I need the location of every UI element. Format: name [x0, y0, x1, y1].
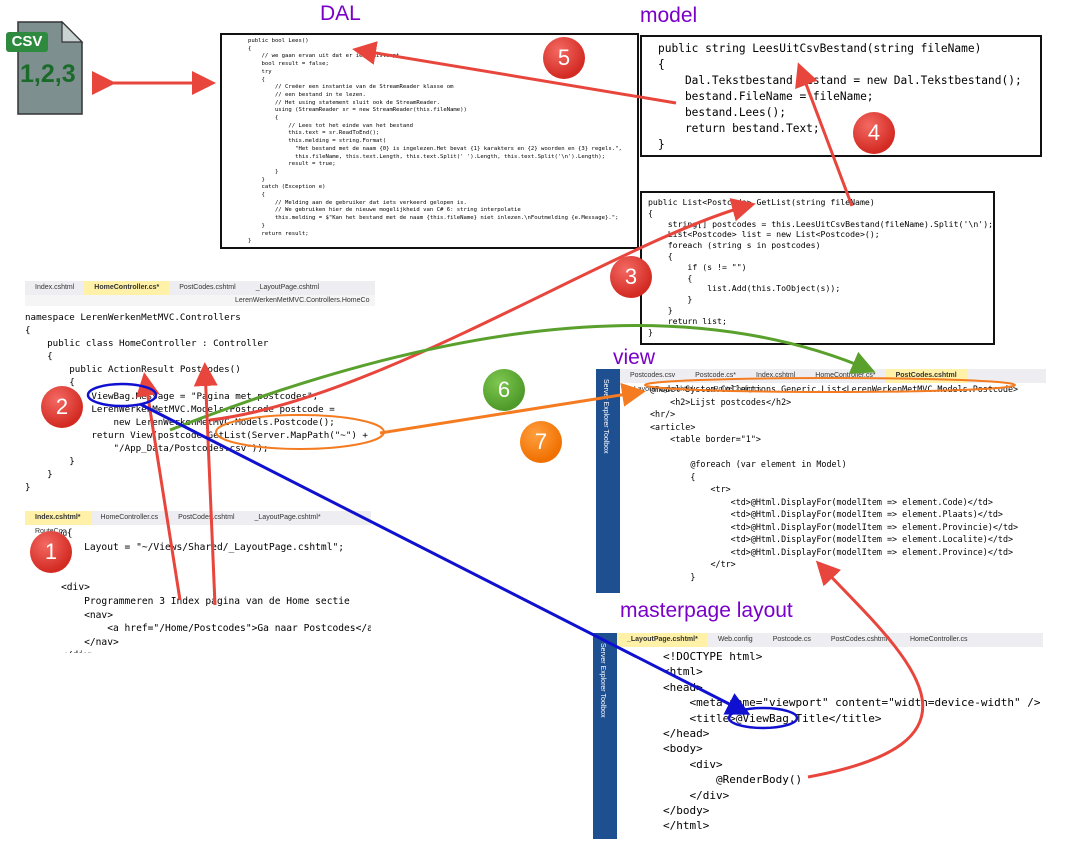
- label-masterpage: masterpage layout: [620, 599, 793, 622]
- label-model: model: [640, 4, 698, 27]
- tab-homecontroller[interactable]: HomeController.cs*: [84, 281, 170, 295]
- badge-4: 4: [853, 112, 895, 154]
- badge-5: 5: [543, 37, 585, 79]
- csv-numbers: 1,2,3: [20, 60, 76, 88]
- tab-postcode-cs[interactable]: Postcode.cs: [772, 636, 811, 643]
- csv-file-icon: CSV 1,2,3: [4, 18, 86, 118]
- badge-6: 6: [483, 369, 525, 411]
- layout-code: <!DOCTYPE html> <html> <head> <meta name…: [663, 650, 1041, 833]
- tab-postcodes-cshtml[interactable]: PostCodes.cshtml: [885, 369, 967, 383]
- breadcrumb: LerenWerkenMetMVC.Controllers.HomeCo: [25, 295, 375, 306]
- tab-index[interactable]: Index.cshtml: [756, 372, 796, 379]
- tab-homecontroller[interactable]: HomeController.cs*: [815, 372, 876, 379]
- badge-3: 3: [610, 256, 652, 298]
- tab-postcodes[interactable]: PostCodes.cshtml: [179, 284, 236, 291]
- tab-layoutpage[interactable]: _LayoutPage.cshtml*: [617, 633, 708, 647]
- layout-editor: Server Explorer Toolbox _LayoutPage.csht…: [593, 633, 1043, 839]
- tab-index[interactable]: Index.cshtml*: [25, 511, 91, 525]
- model-code-box: public string LeesUitCsvBestand(string f…: [640, 35, 1042, 157]
- tab-homecontroller[interactable]: HomeController.cs: [909, 636, 968, 643]
- tab-postcodes-csv[interactable]: Postcodes.csv: [630, 372, 676, 379]
- layout-sidebar: Server Explorer Toolbox: [593, 633, 617, 839]
- badge-1: 1: [30, 531, 72, 573]
- tab-postcodes[interactable]: PostCodes.cshtml: [178, 514, 235, 521]
- badge-2: 2: [41, 386, 83, 428]
- tab-layoutpage[interactable]: _LayoutPage.cshtml: [255, 284, 320, 291]
- csv-tag: CSV: [6, 32, 48, 52]
- tab-postcodes-cshtml[interactable]: PostCodes.cshtml*: [830, 636, 890, 643]
- index-editor: Index.cshtml* HomeController.cs PostCodes.…: [25, 511, 371, 653]
- tab-layoutpage[interactable]: _LayoutPage.cshtml*: [254, 514, 321, 521]
- model-code: public string LeesUitCsvBestand(string f…: [658, 42, 1022, 151]
- badge-7: 7: [520, 421, 562, 463]
- controller-editor: Index.cshtml HomeController.cs* PostCodes.…: [25, 281, 375, 493]
- getlist-code: public List<Postcode> GetList(string fil…: [648, 197, 994, 337]
- view-tabs: Postcodes.csv Postcode.cs* Index.cshtml Hom…: [620, 369, 1046, 393]
- layout-tabs: _LayoutPage.cshtml* Web.config Postcode.cs…: [617, 633, 1043, 647]
- index-tabs: Index.cshtml* HomeController.cs PostCodes.…: [25, 511, 371, 535]
- controller-tabs: Index.cshtml HomeController.cs* PostCodes.…: [25, 281, 375, 305]
- view-sidebar: Server Explorer Toolbox: [596, 369, 620, 593]
- tab-postcode-cs[interactable]: Postcode.cs*: [695, 372, 736, 379]
- tab-webconfig[interactable]: Web.config: [717, 636, 753, 643]
- label-view: view: [613, 346, 656, 369]
- index-code: @{ Layout = "~/Views/Shared/_LayoutPage.…: [61, 528, 371, 653]
- tab-homecontroller[interactable]: HomeController.cs: [100, 514, 159, 521]
- view-code: @model System.Collections.Generic.List<L…: [650, 384, 1019, 582]
- getlist-code-box: public List<Postcode> GetList(string fil…: [640, 191, 995, 345]
- label-dal: DAL: [320, 2, 361, 25]
- tab-index[interactable]: Index.cshtml: [35, 284, 75, 291]
